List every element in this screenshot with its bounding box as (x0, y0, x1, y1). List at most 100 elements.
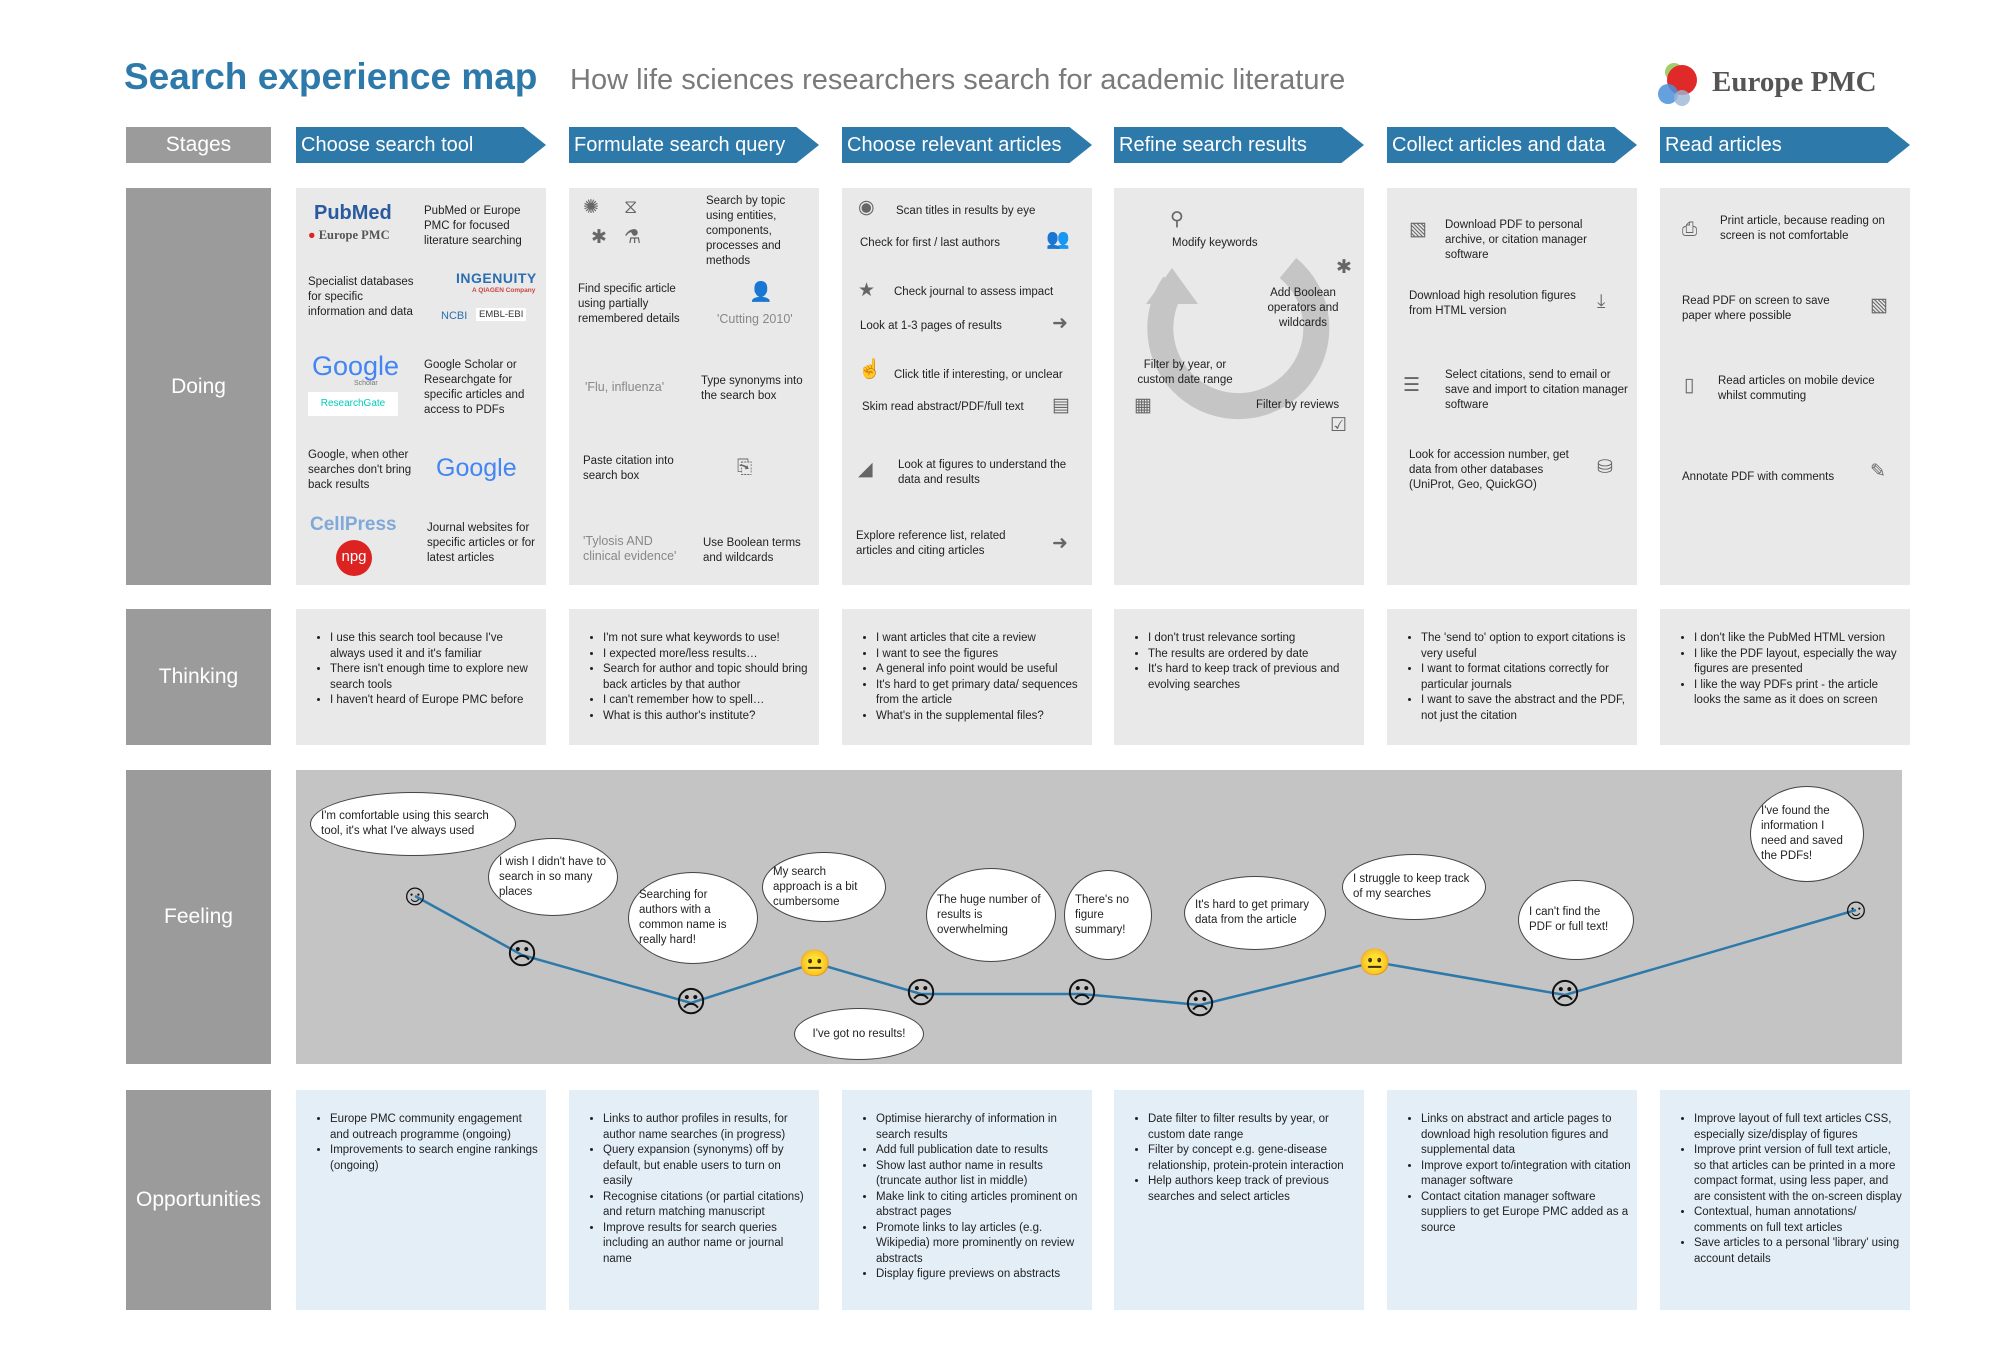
thinking-item: There isn't enough time to explore new s… (330, 662, 540, 693)
pdf-icon: ▧ (1870, 295, 1888, 316)
doing-text: Type synonyms into the search box (701, 375, 803, 402)
row-label-feeling: Feeling (126, 770, 271, 1064)
opportunity-item: Contextual, human annotations/ comments … (1694, 1205, 1904, 1236)
virus-icon: ✺ (583, 197, 599, 218)
thinking-item: The 'send to' option to export citations… (1421, 631, 1631, 662)
page-title: Search experience map (124, 56, 538, 97)
feeling-bubble: I've got no results! (794, 1008, 924, 1060)
opportunity-item: Add full publication date to results (876, 1143, 1086, 1159)
sad-face-icon: ☹ (1549, 978, 1581, 1011)
opportunities-panel-2: Links to author profiles in results, for… (569, 1090, 819, 1310)
neutral-face-icon: 😐 (1358, 947, 1392, 977)
doing-text: Look for accession number, get data from… (1409, 449, 1569, 491)
pdf-icon: ▧ (1409, 219, 1427, 240)
thinking-item: A general info point would be useful (876, 662, 1086, 678)
ingenuity-logo: INGENUITY (456, 270, 537, 286)
doing-text: Read articles on mobile device whilst co… (1718, 375, 1875, 402)
stage-collect-articles: Collect articles and data (1387, 127, 1637, 163)
doing-text: Print article, because reading on screen… (1720, 215, 1885, 242)
feeling-bubble: I can't find the PDF or full text! (1518, 880, 1634, 960)
row-label-stages: Stages (126, 127, 271, 163)
stage-refine-results: Refine search results (1114, 127, 1364, 163)
doing-text: Click title if interesting, or unclear (894, 369, 1063, 381)
doing-text: Specialist databases for specific inform… (308, 276, 414, 318)
asterisk-icon: ✱ (1336, 257, 1352, 278)
feeling-bubble: My search approach is a bit cumbersome (762, 852, 886, 922)
ebi-logo: EMBL-EBI (476, 308, 527, 321)
doing-text: Look at 1-3 pages of results (860, 320, 1002, 332)
doing-text: Scan titles in results by eye (896, 205, 1036, 217)
doing-text: Look at figures to understand the data a… (898, 459, 1067, 486)
insect-icon: ✱ (591, 227, 607, 248)
thinking-panel-4: I don't trust relevance sortingThe resul… (1114, 609, 1364, 745)
placeholder-example: 'Flu, influenza' (585, 380, 665, 394)
doing-text: Download PDF to personal archive, or cit… (1445, 219, 1587, 261)
feeling-bubble: It's hard to get primary data from the a… (1184, 876, 1326, 950)
researchgate-logo: ResearchGate (308, 392, 398, 416)
doing-panel-4: ⚲ Modify keywords ✱ Add Boolean operator… (1114, 188, 1364, 585)
opportunities-panel-5: Links on abstract and article pages to d… (1387, 1090, 1637, 1310)
thinking-item: I don't trust relevance sorting (1148, 631, 1358, 647)
opportunity-item: Improve layout of full text articles CSS… (1694, 1112, 1904, 1143)
opportunity-item: Links on abstract and article pages to d… (1421, 1112, 1631, 1159)
opportunity-item: Show last author name in results (trunca… (876, 1159, 1086, 1190)
doing-text: Journal websites for specific articles o… (427, 522, 536, 564)
europe-pmc-logo: Europe PMC (1652, 58, 1892, 110)
thinking-item: I can't remember how to spell… (603, 693, 813, 709)
logo-mark-icon (1658, 63, 1697, 106)
scholar-tag: Scholar (354, 380, 378, 387)
chart-icon: ◢ (858, 459, 873, 480)
database-icon: ⛁ (1597, 457, 1613, 478)
doing-text: PubMed or Europe PMC for focused literat… (424, 205, 522, 247)
opportunities-panel-3: Optimise hierarchy of information in sea… (842, 1090, 1092, 1310)
placeholder-example: 'Tylosis AND clinical evidence' (583, 534, 677, 563)
sad-face-icon: ☹ (905, 977, 937, 1010)
opportunity-item: Recognise citations (or partial citation… (603, 1190, 813, 1221)
paste-icon: ⎘ (737, 457, 753, 478)
thinking-item: It's hard to get primary data/ sequences… (876, 678, 1086, 709)
opportunity-item: Display figure previews on abstracts (876, 1267, 1086, 1283)
thinking-item: The results are ordered by date (1148, 647, 1358, 663)
feeling-bubble: There's no figure summary! (1064, 870, 1152, 960)
doing-text: Modify keywords (1172, 237, 1258, 249)
doing-text: Download high resolution figures from HT… (1409, 290, 1576, 317)
stage-formulate-query: Formulate search query (569, 127, 819, 163)
sad-face-icon: ☹ (1066, 977, 1098, 1010)
neutral-face-icon: 😐 (798, 948, 832, 978)
row-label-doing: Doing (126, 188, 271, 585)
opportunities-panel-4: Date filter to filter results by year, o… (1114, 1090, 1364, 1310)
doing-panel-5: ▧ Download PDF to personal archive, or c… (1387, 188, 1637, 585)
calendar-icon: ▦ (1134, 395, 1152, 416)
thinking-panel-2: I'm not sure what keywords to use!I expe… (569, 609, 819, 745)
doing-text: Explore reference list, related articles… (856, 530, 1006, 557)
google-logo: Google (436, 454, 517, 482)
doing-text: Search by topic using entities, componen… (706, 195, 786, 267)
thinking-item: I want to see the figures (876, 647, 1086, 663)
stage-choose-articles: Choose relevant articles (842, 127, 1092, 163)
thinking-item: I'm not sure what keywords to use! (603, 631, 813, 647)
doing-panel-1: PubMed ● Europe PMC PubMed or Europe PMC… (296, 188, 546, 585)
thinking-item: I don't like the PubMed HTML version (1694, 631, 1904, 647)
refine-cycle-icon (1146, 257, 1330, 420)
npg-logo: npg (336, 540, 372, 576)
checkbox-icon: ☑ (1330, 415, 1348, 436)
feeling-panel: I'm comfortable using this search tool, … (296, 770, 1902, 1064)
thinking-item: I want articles that cite a review (876, 631, 1086, 647)
doing-text: Filter by reviews (1256, 399, 1340, 411)
doing-panel-6: ⎙ Print article, because reading on scre… (1660, 188, 1910, 585)
cellpress-logo: CellPress (310, 514, 397, 535)
opportunities-panel-1: Europe PMC community engagement and outr… (296, 1090, 546, 1310)
stage-read-articles: Read articles (1660, 127, 1910, 163)
row-label-thinking: Thinking (126, 609, 271, 745)
feeling-bubble: I struggle to keep track of my searches (1342, 854, 1486, 920)
thinking-item: I like the PDF layout, especially the wa… (1694, 647, 1904, 678)
epmc-small-logo: ● Europe PMC (308, 228, 390, 242)
download-icon: ⤓ (1597, 291, 1606, 312)
page-subtitle: How life sciences researchers search for… (570, 64, 1346, 96)
doing-panel-2: ✺ ⧖ ✱ ⚗ Search by topic using entities, … (569, 188, 819, 585)
arrow-right-icon: ➜ (1052, 313, 1068, 334)
thinking-panel-6: I don't like the PubMed HTML versionI li… (1660, 609, 1910, 745)
doing-text: Google Scholar or Researchgate for speci… (424, 359, 525, 416)
placeholder-example: 'Cutting 2010' (717, 312, 793, 326)
printer-icon: ⎙ (1682, 219, 1698, 240)
